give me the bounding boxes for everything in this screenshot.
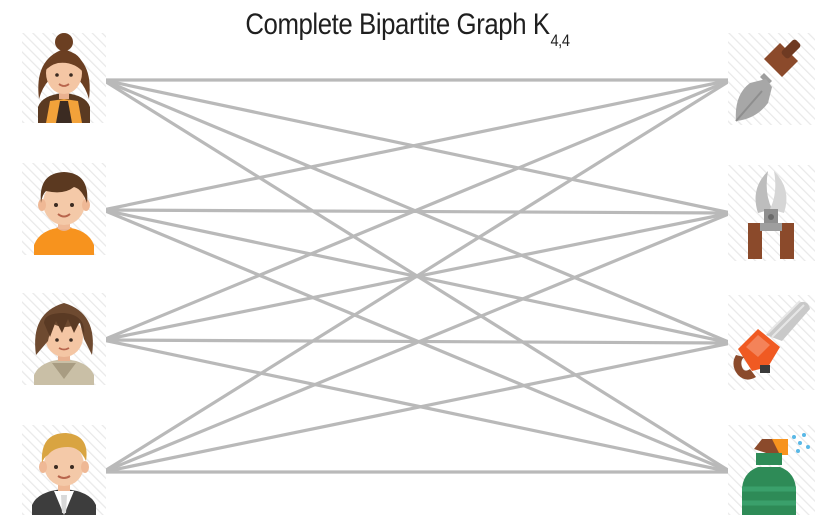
right-node-4 [728, 425, 815, 515]
right-node-2 [728, 165, 815, 261]
left-node-1 [22, 33, 106, 123]
right-node-3 [728, 295, 815, 390]
edges [103, 80, 731, 472]
left-node-4 [22, 425, 106, 515]
right-node-1 [728, 33, 815, 125]
left-node-3 [22, 293, 106, 385]
left-node-2 [22, 163, 106, 255]
